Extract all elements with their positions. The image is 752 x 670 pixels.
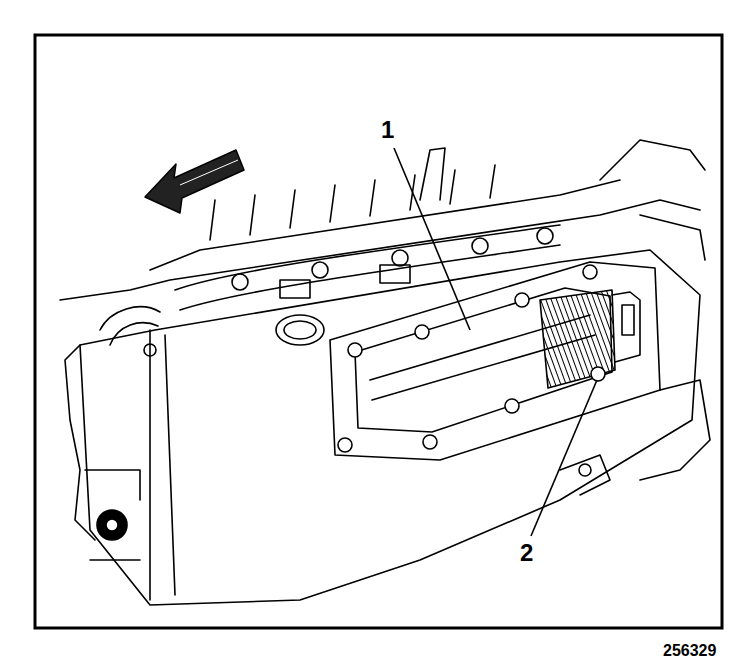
leader-line <box>531 380 597 536</box>
leader-line <box>394 148 470 330</box>
figure-frame <box>35 35 722 628</box>
direction-arrow <box>145 150 244 213</box>
callout-number-holder: 2 <box>520 541 533 565</box>
figure-number-holder: 256329 <box>663 642 716 660</box>
callout-number: 1 <box>381 118 394 142</box>
figure-number: 256329 <box>663 643 716 659</box>
engine-drawing <box>60 140 710 605</box>
callout-number: 2 <box>520 541 533 565</box>
callout-number-holder: 1 <box>381 118 394 142</box>
